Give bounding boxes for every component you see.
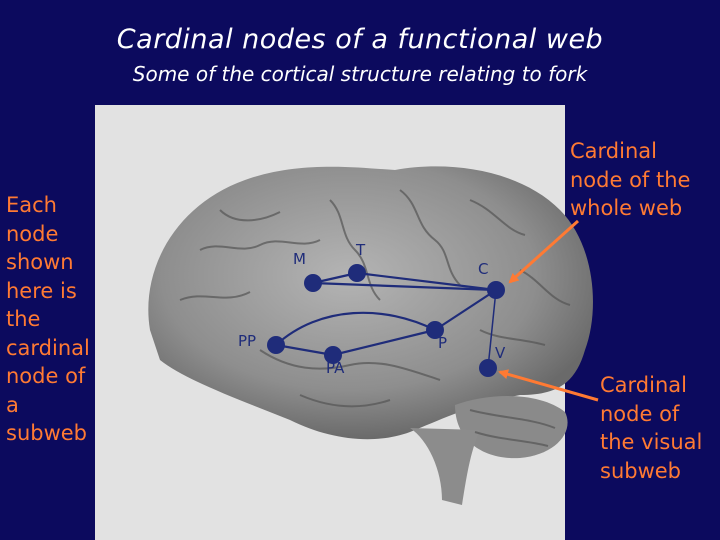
connection-line	[275, 311, 436, 346]
visual-subweb-annotation-line: node of	[600, 401, 680, 426]
connection-line	[356, 271, 497, 292]
visual-subweb-arrow	[498, 369, 599, 402]
nodes	[267, 264, 505, 377]
whole-web-annotation: Cardinal node of the whole web	[570, 137, 710, 223]
slide-subtitle: Some of the cortical structure relating …	[132, 62, 588, 86]
left-annotation-line: the	[6, 307, 41, 331]
node-label-m: M	[293, 250, 306, 268]
connection-line	[487, 289, 497, 369]
left-annotation-line: subweb	[6, 421, 88, 445]
node-pa	[324, 346, 342, 364]
left-annotation-line: Each	[6, 193, 57, 217]
node-label-pa: PA	[326, 359, 345, 377]
slide-title: Cardinal nodes of a functional web	[116, 24, 604, 55]
node-c	[487, 281, 505, 299]
left-annotation-line: shown	[6, 250, 74, 274]
left-annotation-line: cardinal	[6, 335, 90, 360]
connection-line	[434, 289, 497, 331]
node-label-c: C	[478, 260, 488, 278]
visual-subweb-annotation-line: subweb	[600, 458, 682, 483]
left-annotation-line: a	[6, 392, 19, 417]
connection-line	[312, 281, 497, 292]
left-annotation: Each node shown here is the cardinal nod…	[6, 191, 96, 448]
left-annotation-line: node of	[6, 364, 86, 388]
visual-subweb-annotation-line: the visual	[600, 430, 703, 454]
node-label-v: V	[495, 344, 506, 362]
whole-web-annotation-line: node of the	[570, 167, 691, 192]
whole-web-annotation-line: Cardinal	[570, 139, 657, 163]
node-v	[479, 359, 497, 377]
visual-subweb-annotation: Cardinal node of the visual subweb	[600, 371, 715, 485]
visual-subweb-annotation-line: Cardinal	[600, 373, 687, 397]
node-p	[426, 321, 444, 339]
node-m	[304, 274, 322, 292]
node-t	[348, 264, 366, 282]
whole-web-annotation-line: whole web	[570, 196, 683, 220]
whole-web-arrow	[508, 219, 580, 284]
left-annotation-line: here is	[6, 278, 77, 303]
node-label-t: T	[355, 241, 366, 259]
left-annotation-line: node	[6, 221, 59, 246]
node-label-pp: PP	[238, 332, 256, 350]
node-pp	[267, 336, 285, 354]
node-label-p: P	[438, 334, 447, 352]
brain-image	[148, 166, 593, 505]
